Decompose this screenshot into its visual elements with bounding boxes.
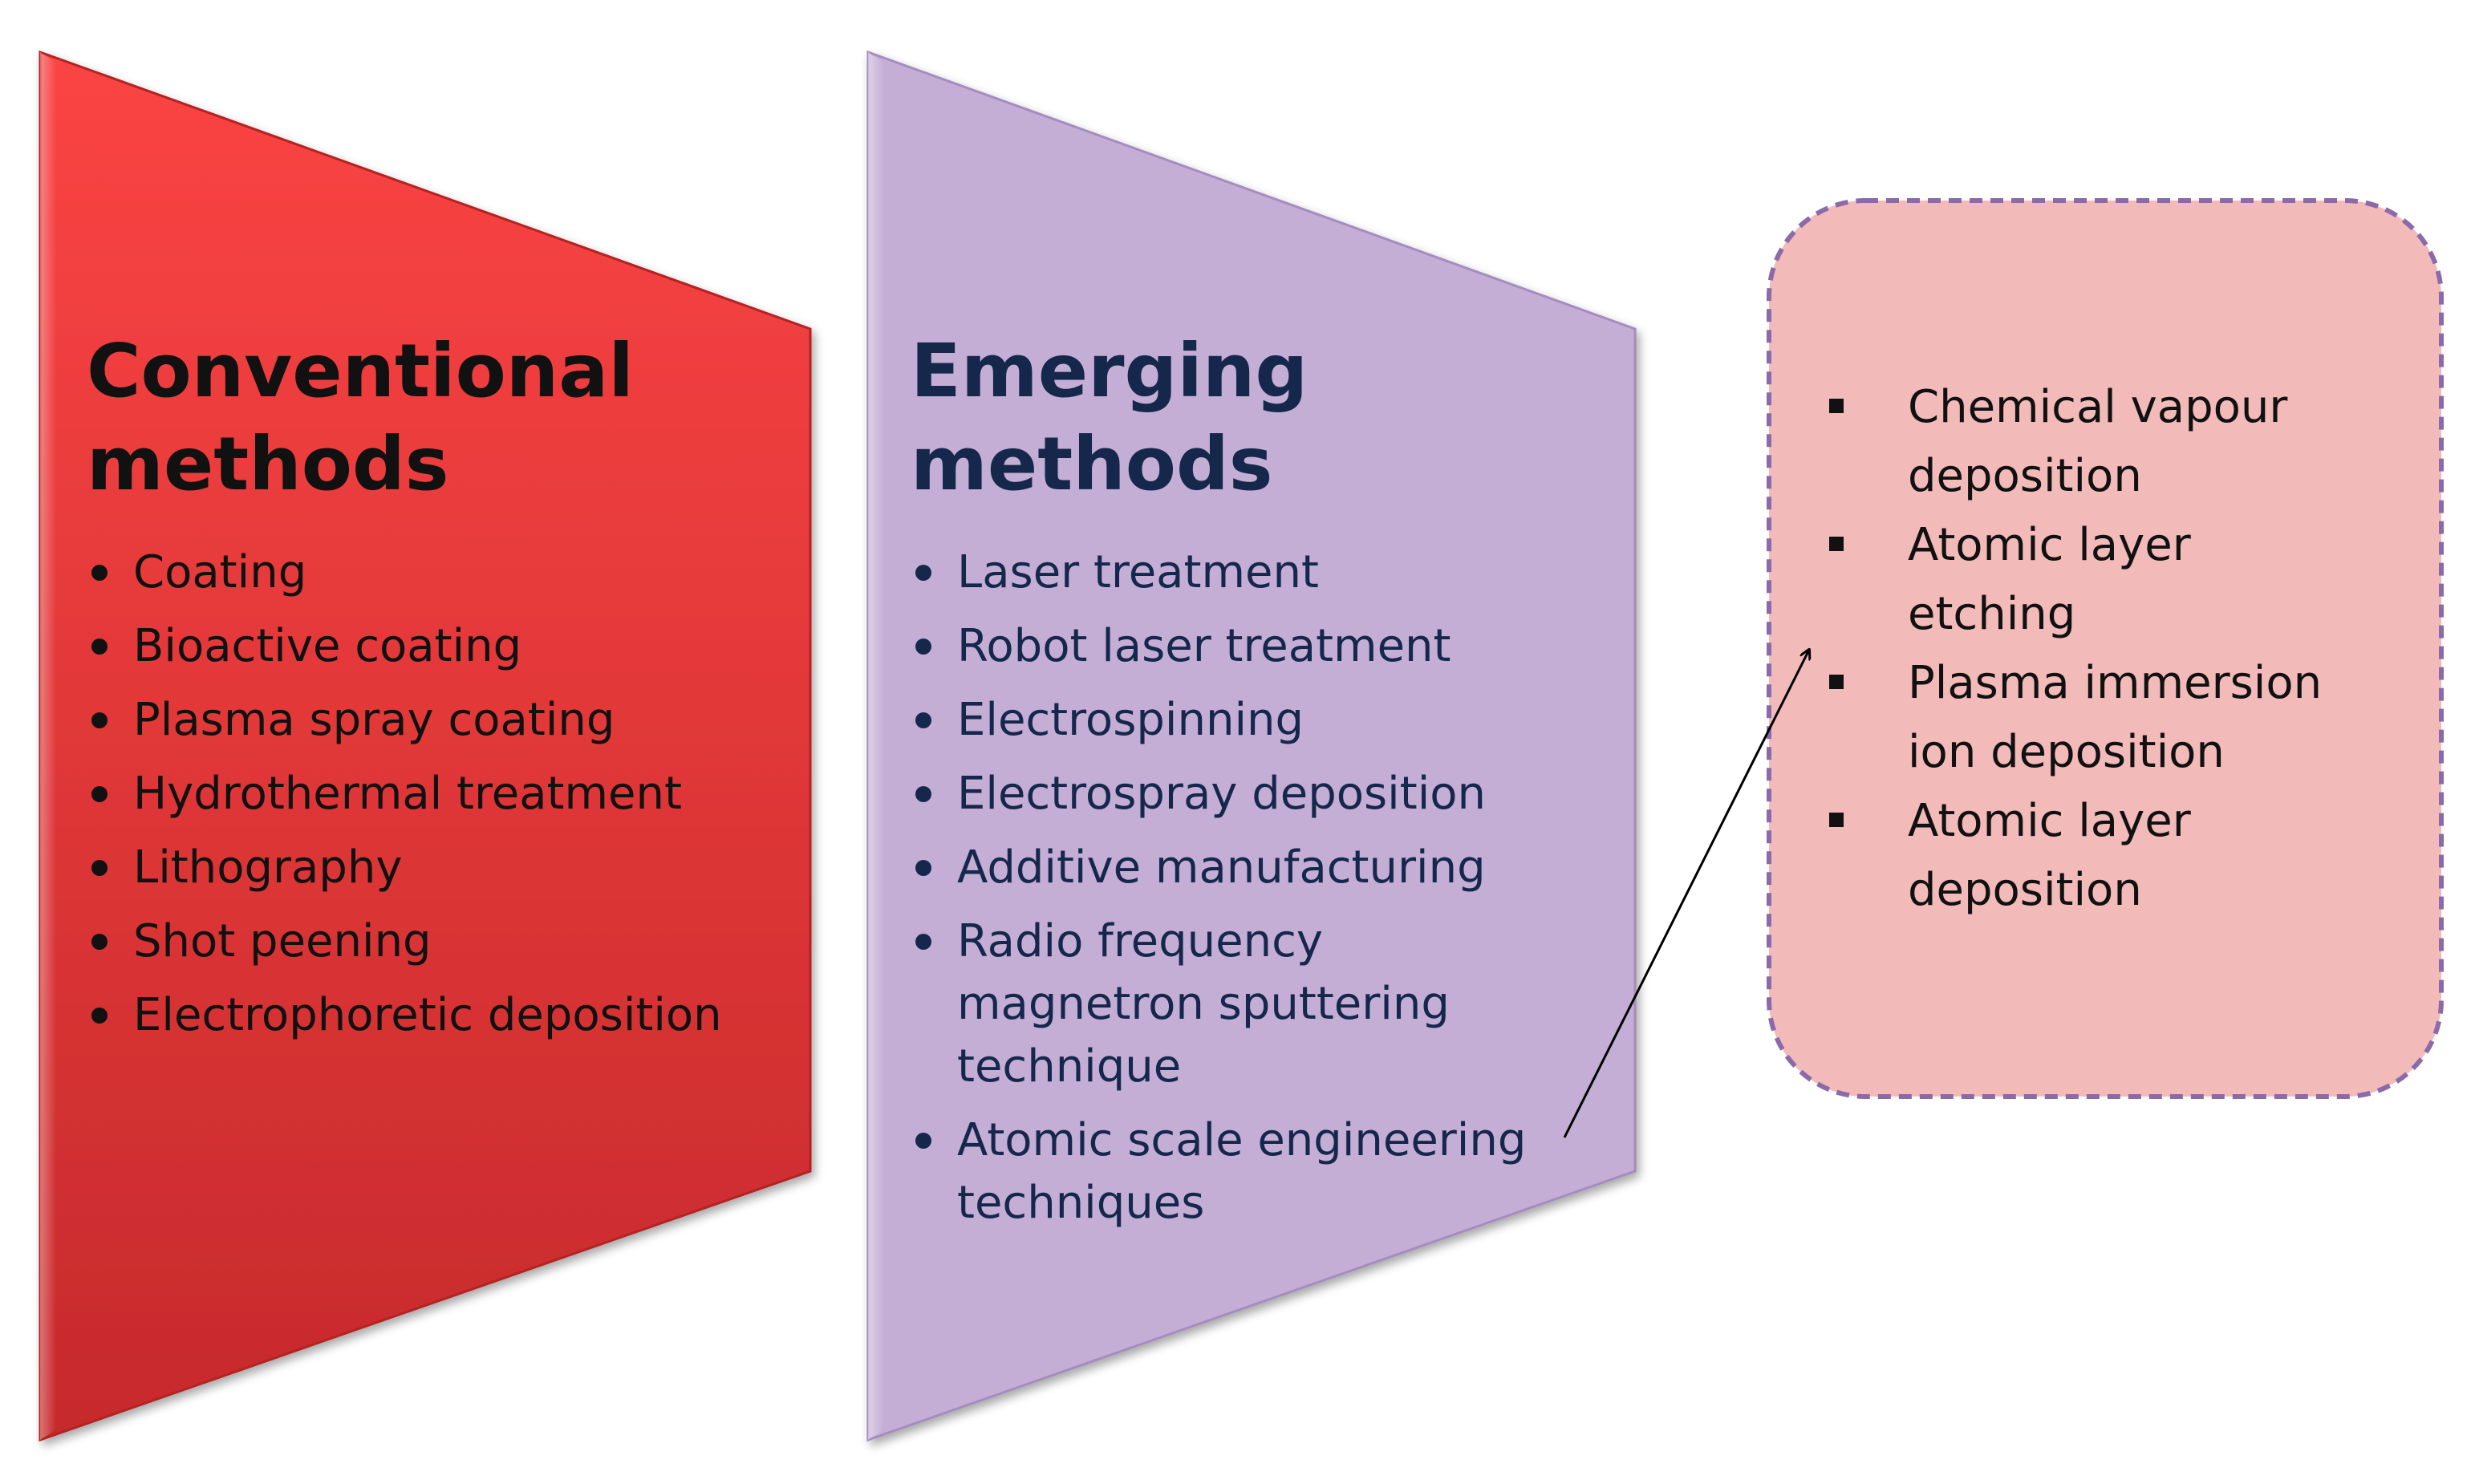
list-item: Electrospinning (911, 689, 1633, 752)
atomic-techniques-block: Chemical vapour deposition Atomic layer … (1821, 373, 2351, 925)
item-label: Coating (133, 546, 307, 598)
square-bullet-icon (1829, 675, 1844, 689)
square-bullet-icon (1829, 537, 1844, 551)
item-label: Chemical vapour deposition (1908, 381, 2288, 502)
list-item: Plasma immersion ion deposition (1821, 649, 2351, 787)
list-item: Electrophoretic deposition (87, 984, 809, 1047)
list-item: Bioactive coating (87, 615, 809, 678)
atomic-list: Chemical vapour deposition Atomic layer … (1821, 373, 2351, 925)
bullet-icon (91, 565, 108, 581)
emerging-list: Laser treatment Robot laser treatment El… (911, 541, 1633, 1235)
bullet-icon (915, 786, 931, 802)
list-item: Shot peening (87, 910, 809, 973)
item-label: Plasma spray coating (133, 694, 615, 746)
item-label: Atomic scale engineering techniques (957, 1114, 1527, 1229)
item-label: Electrospray deposition (957, 768, 1487, 820)
item-label: Shot peening (133, 915, 432, 967)
item-label: Electrophoretic deposition (133, 989, 722, 1041)
item-label: Plasma immersion ion deposition (1908, 657, 2323, 778)
item-label: Laser treatment (957, 546, 1319, 598)
list-item: Plasma spray coating (87, 689, 809, 752)
item-label: Hydrothermal treatment (133, 768, 682, 820)
item-label: Electrospinning (957, 694, 1304, 746)
list-item: Atomic layer etching (1821, 511, 2351, 649)
conventional-list: Coating Bioactive coating Plasma spray c… (87, 541, 809, 1047)
list-item: Additive manufacturing (911, 837, 1633, 899)
item-label: Atomic layer etching (1908, 519, 2191, 640)
emerging-title: Emerging methods (911, 328, 1309, 507)
list-item: Lithography (87, 837, 809, 899)
emerging-bevel (868, 52, 884, 1440)
list-item: Atomic scale engineering techniques (911, 1109, 1633, 1235)
bullet-icon (915, 1133, 931, 1149)
list-item: Coating (87, 541, 809, 604)
list-item: Electrospray deposition (911, 763, 1633, 825)
list-item: Hydrothermal treatment (87, 763, 809, 825)
connector-arrow (1563, 650, 1809, 1138)
conventional-title: Conventional methods (87, 328, 634, 507)
item-label: Atomic layer deposition (1908, 795, 2191, 916)
bullet-icon (915, 639, 931, 655)
bullet-icon (915, 565, 931, 581)
bullet-icon (91, 639, 108, 655)
conventional-bevel (40, 52, 56, 1440)
bullet-icon (915, 712, 931, 728)
bullet-icon (91, 786, 108, 802)
atomic-box (1767, 198, 2444, 1099)
bullet-icon (915, 934, 931, 950)
square-bullet-icon (1829, 813, 1844, 827)
bullet-icon (91, 860, 108, 876)
item-label: Robot laser treatment (957, 620, 1451, 672)
conventional-methods-block: Conventional methods Coating Bioactive c… (87, 325, 809, 1058)
bullet-icon (91, 1008, 108, 1024)
item-label: Additive manufacturing (957, 841, 1486, 894)
list-item: Laser treatment (911, 541, 1633, 604)
bullet-icon (915, 860, 931, 876)
bullet-icon (91, 712, 108, 728)
item-label: Bioactive coating (133, 620, 522, 672)
item-label: Lithography (133, 841, 403, 894)
square-bullet-icon (1829, 399, 1844, 413)
bullet-icon (91, 934, 108, 950)
list-item: Robot laser treatment (911, 615, 1633, 678)
list-item: Radio frequency magnetron sputtering tec… (911, 910, 1633, 1098)
list-item: Atomic layer deposition (1821, 787, 2351, 925)
emerging-methods-block: Emerging methods Laser treatment Robot l… (911, 325, 1633, 1246)
list-item: Chemical vapour deposition (1821, 373, 2351, 511)
item-label: Radio frequency magnetron sputtering tec… (957, 915, 1450, 1093)
